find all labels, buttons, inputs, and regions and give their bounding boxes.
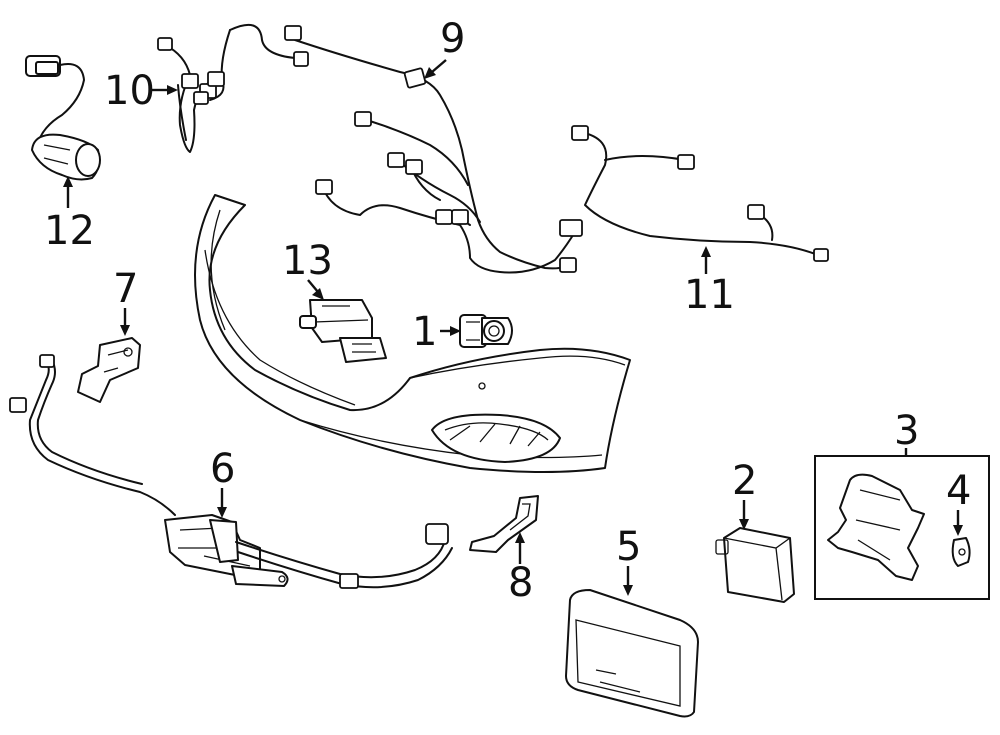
wiring-harness-11 [571,125,829,262]
callout-4: 4 [946,468,971,514]
part-7-bracket [77,337,141,403]
callout-10: 10 [104,68,155,114]
part-5-cover [565,589,699,718]
callout-9: 9 [440,16,465,62]
callout-13: 13 [282,238,333,284]
part-8-bracket [469,495,539,553]
part-13-module [299,299,387,363]
parts-group-frame [814,455,990,600]
callout-12: 12 [44,208,95,254]
wiring-harness-10 [157,37,225,153]
part-1-sensor [459,314,513,348]
callout-7: 7 [113,266,138,312]
callout-8: 8 [508,560,533,606]
callout-6: 6 [210,446,235,492]
leader-arrows [63,59,963,596]
callout-11: 11 [684,272,735,318]
bumper-cover [194,194,631,473]
callout-3: 3 [894,408,919,454]
callout-1: 1 [412,309,437,355]
callout-labels: 1 2 3 4 5 6 7 8 9 10 11 12 13 [44,16,971,606]
callout-2: 2 [732,458,757,504]
part-6-harness [9,354,453,589]
wiring-harness-9 [209,23,583,274]
part-2-sensor-unit [715,527,795,603]
part-3-4-group [814,455,990,600]
part-12-sensor-pigtail [25,55,101,181]
callout-5: 5 [616,524,641,570]
